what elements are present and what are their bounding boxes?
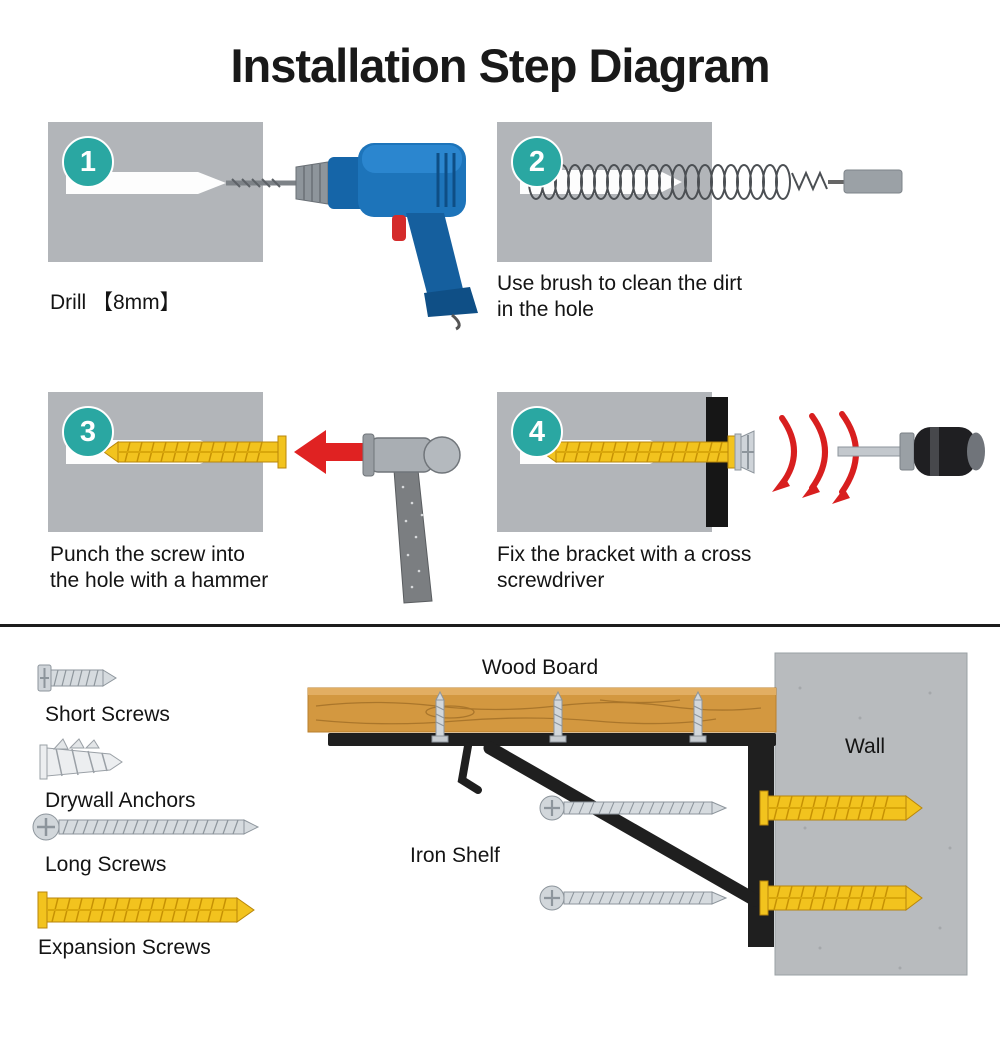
wall-anchor	[759, 790, 923, 826]
wall-label: Wall	[845, 735, 886, 758]
chuck-ridges	[303, 164, 321, 202]
screwdriver-handle	[914, 427, 976, 476]
step-3-caption-line-1: Punch the screw into	[50, 543, 245, 566]
board-screw	[689, 690, 707, 743]
washer	[734, 433, 742, 471]
board-screws	[431, 690, 707, 743]
short-screw-icon	[37, 664, 117, 692]
step-2-illustration	[497, 122, 903, 262]
wall-anchor	[759, 880, 923, 916]
iron-shelf-bracket	[328, 733, 776, 947]
brush-handle	[843, 169, 903, 194]
anchor-flange	[727, 435, 736, 469]
step-1-badge: 1	[62, 136, 114, 188]
drill-cord	[451, 313, 461, 331]
step-2-caption-line-1: Use brush to clean the dirt	[497, 272, 743, 295]
drywall-anchor-icon	[39, 738, 123, 780]
wall-anchors	[759, 790, 923, 916]
screwdriver-illustration	[837, 427, 985, 476]
anchor-flange	[277, 435, 287, 469]
step-4-badge: 4	[511, 406, 563, 458]
wire-brush-coil	[528, 164, 791, 200]
long-screw	[539, 885, 728, 911]
drill-battery	[424, 287, 478, 317]
part-label-long-screws: Long Screws	[45, 853, 167, 876]
expansion-anchor-illustration	[103, 435, 287, 469]
drill-vents	[436, 153, 456, 207]
hammer-face	[362, 433, 375, 477]
section-divider	[0, 624, 1000, 627]
drill-trigger	[392, 215, 406, 241]
anchor-with-screw	[541, 430, 755, 474]
wall-speckles	[798, 686, 952, 970]
step-4-caption-line-2: screwdriver	[497, 569, 605, 592]
step-1-illustration	[48, 122, 478, 331]
page-title: Installation Step Diagram	[230, 39, 770, 92]
drill-bit-flutes	[231, 178, 281, 188]
bracket-brace	[483, 741, 762, 907]
step-4-caption-line-1: Fix the bracket with a cross	[497, 543, 752, 566]
wood-board	[307, 687, 777, 733]
hammer-handle	[393, 469, 433, 604]
step-4-illustration	[497, 392, 985, 532]
drill-neck	[328, 157, 366, 209]
board-screw	[549, 690, 567, 743]
rotation-arrows	[772, 411, 859, 504]
board-screw	[431, 690, 449, 743]
bracket-hook	[457, 742, 482, 794]
handle-butt	[967, 432, 985, 471]
step-3-illustration	[48, 392, 461, 604]
drill-handle	[406, 213, 464, 297]
part-label-short-screws: Short Screws	[45, 703, 170, 726]
step-2-badge: 2	[511, 136, 563, 188]
long-screw	[539, 795, 728, 821]
long-screw-icon	[32, 813, 260, 841]
part-label-drywall-anchors: Drywall Anchors	[45, 789, 196, 812]
hole-slot	[520, 170, 682, 194]
step-3-badge: 3	[62, 406, 114, 458]
iron-shelf-label: Iron Shelf	[410, 844, 500, 867]
step-1-caption: Drill 【8mm】	[50, 291, 181, 314]
wood-board-label: Wood Board	[481, 656, 599, 679]
parts-illustrations	[32, 664, 260, 929]
left-arrow	[294, 430, 364, 474]
hammer-ball-peen	[423, 436, 461, 474]
step-2-caption-line-2: in the hole	[497, 298, 594, 321]
brush-bristle-ends	[791, 170, 828, 192]
screw-head-cross	[742, 435, 754, 469]
handle-grip-ring	[930, 427, 939, 476]
screwdriver-shaft	[837, 446, 901, 457]
drill-illustration	[226, 143, 478, 331]
screwdriver-ferrule	[899, 432, 915, 471]
long-wall-screws	[539, 795, 728, 911]
step-3-caption-line-2: the hole with a hammer	[50, 569, 269, 592]
part-label-expansion-screws: Expansion Screws	[38, 936, 211, 959]
hammer-head	[369, 437, 433, 473]
expansion-screw-icon	[37, 891, 255, 929]
hammer-illustration	[362, 433, 461, 604]
hammer-handle-speckles	[401, 485, 424, 589]
assembly-diagram	[307, 652, 968, 976]
